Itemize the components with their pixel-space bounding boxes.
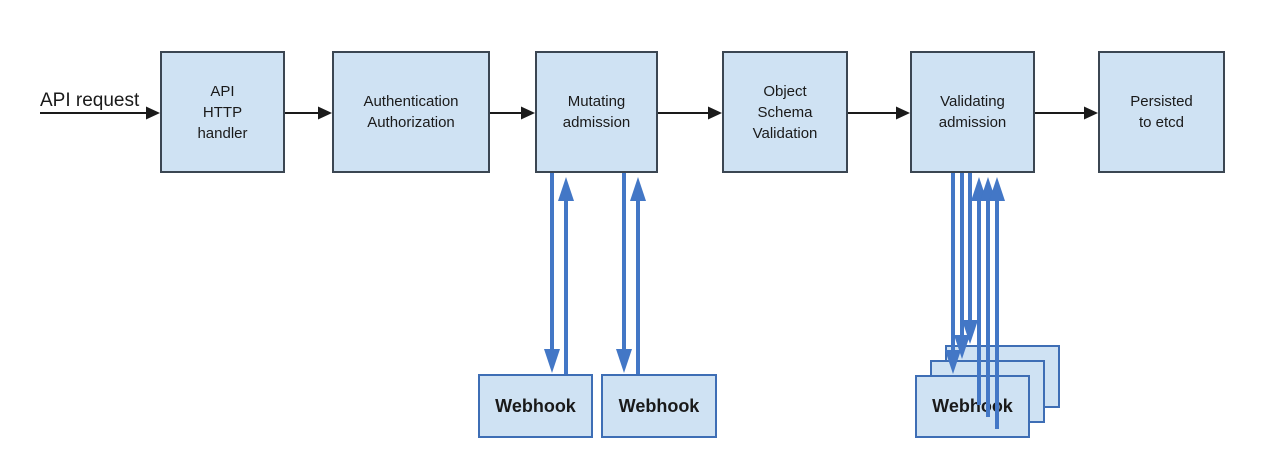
node-persisted-to-etcd: Persisted to etcd [1098, 51, 1225, 173]
node-label: Persisted to etcd [1130, 93, 1193, 131]
node-label: Mutating admission [562, 93, 631, 131]
node-api-http-handler: API HTTP handler [160, 51, 285, 173]
node-authentication-authorization: Authentication Authorization [332, 51, 490, 173]
mutating-webhook2-up-arrow [630, 177, 646, 374]
webhook-label: Webhook [495, 395, 576, 416]
flow-arrow-validating-to-etcd [1035, 106, 1098, 120]
validating-webhook-down-arrow-3 [962, 173, 978, 344]
node-label: Object Schema Validation [752, 82, 818, 142]
mutating-webhook1-down-arrow [544, 173, 560, 373]
mutating-webhook2-down-arrow [616, 173, 632, 373]
flow-arrow-handler-to-auth [285, 106, 332, 120]
validating-webhook-down-arrow-2 [954, 173, 970, 359]
flow-arrow-mutating-to-schema [658, 106, 722, 120]
flow-arrow-auth-to-mutating [490, 106, 535, 120]
validating-webhook-down-arrow-1 [945, 173, 961, 374]
webhook-label: Webhook [932, 396, 1013, 416]
validating-webhook-box-front: Webhook [915, 375, 1030, 438]
node-validating-admission: Validating admission [910, 51, 1035, 173]
node-object-schema-validation: Object Schema Validation [722, 51, 848, 173]
mutating-webhook-box-1: Webhook [478, 374, 593, 438]
mutating-webhook1-up-arrow [558, 177, 574, 374]
webhook-label: Webhook [618, 395, 700, 416]
mutating-webhook-box-2: Webhook [601, 374, 717, 438]
api-request-label: API request [40, 90, 140, 111]
flow-arrow-schema-to-validating [848, 106, 910, 120]
node-label: Authentication Authorization [363, 93, 459, 131]
node-mutating-admission: Mutating admission [535, 51, 658, 173]
node-label: Validating admission [938, 93, 1007, 131]
node-label: API HTTP handler [197, 82, 248, 142]
